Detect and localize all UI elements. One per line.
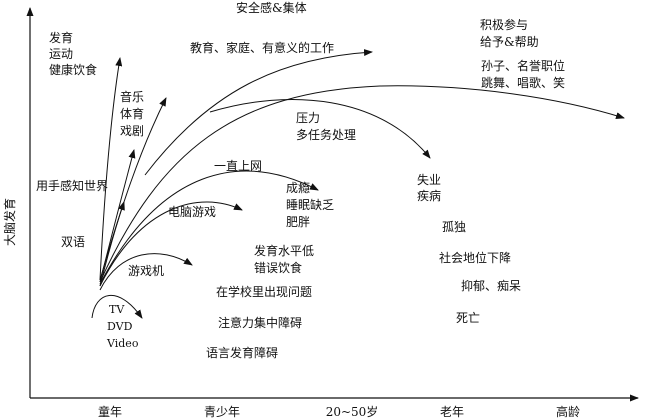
- label-sports: 体育: [120, 106, 144, 121]
- axes: 大脑发育 童年 青少年 20~50岁 老年 高龄: [2, 7, 639, 419]
- label-grandchildren: 孙子、名誉职位: [481, 58, 565, 73]
- label-healthy-diet: 健康饮食: [49, 62, 97, 77]
- label-disease: 疾病: [417, 188, 441, 203]
- label-status-decline: 社会地位下降: [439, 250, 511, 265]
- label-music: 音乐: [120, 89, 144, 104]
- curve-online: [99, 170, 319, 285]
- label-sleep: 睡眠缺乏: [286, 197, 334, 212]
- label-development: 发育: [49, 30, 73, 45]
- label-death: 死亡: [456, 311, 480, 325]
- label-attention: 注意力集中障碍: [218, 315, 302, 330]
- curve-game-console: [99, 253, 193, 291]
- label-engagement: 积极参与: [480, 17, 528, 32]
- curve-pressure-decline: [209, 99, 431, 159]
- label-multitasking: 多任务处理: [296, 127, 356, 142]
- label-drama: 戏剧: [120, 124, 144, 138]
- label-school-problems: 在学校里出现问题: [216, 284, 312, 299]
- curve-tv: [91, 295, 143, 319]
- label-pressure: 压力: [296, 111, 320, 125]
- curve-positive-main: [99, 85, 625, 283]
- label-obesity: 肥胖: [286, 215, 310, 229]
- label-giving: 给予&帮助: [480, 35, 539, 49]
- label-depression: 抑郁、痴呆: [461, 278, 521, 293]
- label-video: Video: [106, 337, 139, 350]
- curve-bilingual: [99, 201, 125, 287]
- label-tv: TV: [109, 303, 125, 316]
- x-tick-adolescence: 青少年: [204, 405, 240, 419]
- label-unemployment: 失业: [417, 172, 441, 187]
- label-low-development: 发育水平低: [254, 243, 314, 258]
- curve-development: [99, 57, 123, 281]
- label-game-console: 游戏机: [128, 264, 164, 278]
- label-hand-world: 用手感知世界: [36, 178, 108, 193]
- curve-hand: [99, 149, 136, 283]
- x-tick-childhood: 童年: [98, 404, 122, 419]
- label-education: 教育、家庭、有意义的工作: [190, 40, 334, 55]
- label-security: 安全感&集体: [236, 0, 307, 15]
- label-loneliness: 孤独: [442, 220, 466, 234]
- label-addiction: 成瘾: [286, 180, 310, 195]
- y-axis-label: 大脑发育: [2, 198, 17, 246]
- development-curves: [91, 49, 625, 319]
- x-tick-old-age: 老年: [440, 405, 464, 419]
- label-bilingual: 双语: [61, 235, 85, 249]
- label-movement: 运动: [49, 47, 73, 61]
- curve-computer-games: [99, 201, 243, 287]
- labels: 安全感&集体 积极参与 给予&帮助 孙子、名誉职位 跳舞、唱歌、笑 发育 运动 …: [36, 0, 565, 360]
- label-language: 语言发育障碍: [206, 345, 278, 360]
- label-wrong-diet: 错误饮食: [254, 260, 302, 275]
- x-tick-advanced-age: 高龄: [556, 404, 580, 419]
- label-computer-games: 电脑游戏: [168, 205, 216, 219]
- label-online: 一直上网: [214, 159, 262, 173]
- label-dancing: 跳舞、唱歌、笑: [481, 75, 565, 90]
- x-tick-adulthood: 20~50岁: [326, 404, 379, 419]
- curve-education: [144, 49, 373, 176]
- label-dvd: DVD: [107, 320, 133, 333]
